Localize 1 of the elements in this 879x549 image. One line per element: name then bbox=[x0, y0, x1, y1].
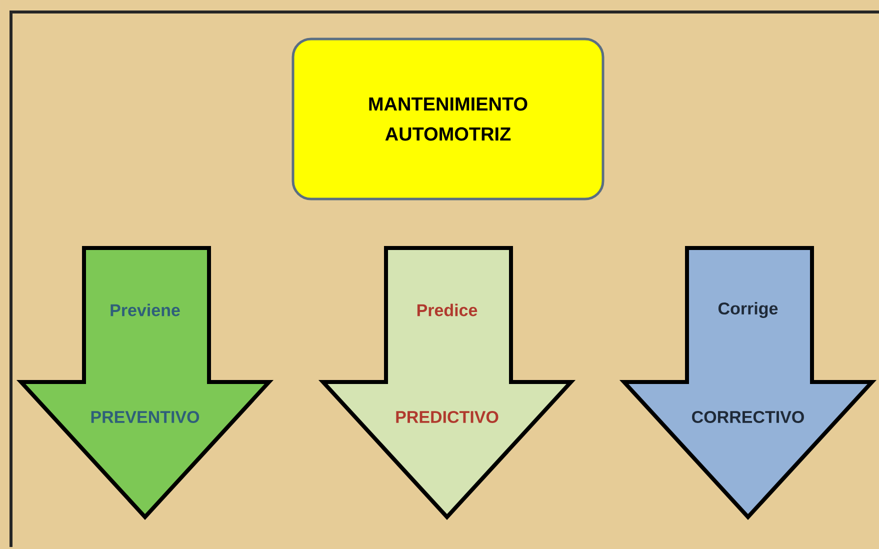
title-box: MANTENIMIENTO AUTOMOTRIZ bbox=[292, 38, 604, 200]
